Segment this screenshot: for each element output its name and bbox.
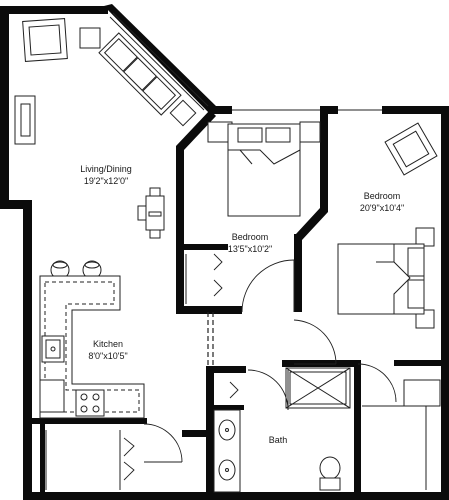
kitchen-fixtures (39, 260, 145, 419)
bedroom2-size: 20'9"x10'4" (360, 203, 404, 213)
room-labels: Living/Dining 19'2"x12'0" Bedroom 13'5"x… (80, 164, 404, 445)
bath-label: Bath (269, 435, 288, 445)
bedroom1-furniture (185, 121, 321, 313)
living-dining-size: 19'2"x12'0" (84, 176, 128, 186)
bedroom1-label: Bedroom (232, 232, 269, 242)
living-furniture (14, 18, 197, 239)
bath-fixtures (213, 367, 351, 493)
entry (45, 423, 183, 490)
bedroom2-furniture (293, 122, 441, 490)
kitchen-size: 8'0"x10'5" (88, 351, 127, 361)
bedroom1-size: 13'5"x10'2" (228, 244, 272, 254)
kitchen-label: Kitchen (93, 339, 123, 349)
bedroom2-label: Bedroom (364, 191, 401, 201)
living-dining-label: Living/Dining (80, 164, 132, 174)
